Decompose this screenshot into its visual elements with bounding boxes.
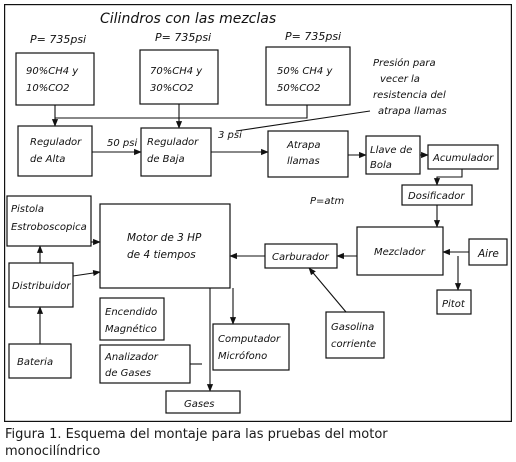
svg-text:Analizador: Analizador — [104, 352, 159, 363]
svg-text:Encendido: Encendido — [105, 307, 157, 318]
svg-text:de Alta: de Alta — [30, 154, 65, 165]
svg-text:50%CO2: 50%CO2 — [277, 83, 320, 94]
patm-label: P=atm — [310, 196, 344, 207]
svg-text:Acumulador: Acumulador — [432, 153, 494, 164]
figure-frame — [4, 4, 512, 422]
svg-text:llamas: llamas — [287, 156, 320, 167]
diagram-title: Cilindros con las mezclas — [100, 11, 276, 27]
svg-text:resistencia del: resistencia del — [373, 90, 446, 101]
cylinder-70-30: 70%CH4 y 30%CO2 — [139, 49, 219, 105]
gases-box: Gases — [165, 390, 241, 414]
figure-caption: Figura 1. Esquema del montaje para las p… — [5, 426, 511, 460]
distribuidor-box: Distribuidor — [8, 262, 74, 308]
llave-bola-box: Llave de Bola — [365, 135, 421, 175]
mezclador-box: Mezclador — [356, 226, 444, 276]
carburador-box: Carburador — [264, 243, 338, 269]
svg-text:Distribuidor: Distribuidor — [12, 281, 71, 292]
svg-text:vecer la: vecer la — [380, 74, 420, 85]
pressure-label-1: P= 735psi — [30, 33, 86, 46]
cylinder-50-50: 50% CH4 y 50%CO2 — [265, 46, 351, 106]
svg-text:90%CH4 y: 90%CH4 y — [26, 66, 79, 77]
gasolina-box: Gasolina corriente — [325, 311, 385, 359]
analizador-box: Analizador de Gases — [99, 344, 191, 384]
svg-text:Llave de: Llave de — [370, 145, 412, 156]
regulador-baja-box: Regulador de Baja — [140, 127, 212, 177]
p3-label: 3 psi — [218, 130, 242, 141]
pressure-label-2: P= 735psi — [155, 31, 211, 44]
svg-text:de 4 tiempos: de 4 tiempos — [127, 249, 196, 261]
dosificador-box: Dosificador — [401, 184, 473, 206]
regulador-alta-box: Regulador de Alta — [17, 125, 93, 177]
svg-text:corriente: corriente — [331, 339, 376, 350]
pistola-box: Pistola Estroboscopica — [6, 195, 92, 247]
aire-box: Aire — [468, 238, 508, 266]
svg-text:Computador: Computador — [218, 334, 281, 345]
svg-text:Pitot: Pitot — [442, 299, 466, 310]
presion-note: Presión para vecer la resistencia del at… — [373, 57, 447, 117]
svg-text:Presión para: Presión para — [373, 57, 436, 69]
caption-line-2: monocilíndrico — [5, 444, 101, 459]
svg-text:de Baja: de Baja — [147, 154, 185, 165]
svg-text:de Gases: de Gases — [105, 368, 151, 379]
svg-text:Motor de 3 HP: Motor de 3 HP — [127, 232, 202, 244]
svg-text:Gases: Gases — [184, 399, 214, 410]
p50-label: 50 psi — [107, 138, 137, 149]
caption-line-1: Figura 1. Esquema del montaje para las p… — [5, 427, 388, 442]
svg-text:Micrófono: Micrófono — [218, 350, 267, 362]
svg-text:Aire: Aire — [477, 248, 499, 260]
svg-text:Mezclador: Mezclador — [374, 247, 426, 258]
svg-text:Regulador: Regulador — [147, 137, 199, 148]
cylinder-90-10: 90%CH4 y 10%CO2 — [15, 52, 95, 106]
svg-text:Gasolina: Gasolina — [331, 322, 374, 333]
encendido-box: Encendido Magnético — [99, 297, 165, 341]
pressure-label-3: P= 735psi — [285, 30, 341, 43]
svg-text:Pistola: Pistola — [11, 204, 44, 215]
acumulador-box: Acumulador — [427, 144, 499, 170]
setup-diagram: Cilindros con las mezclas P= 735psi P= 7… — [4, 4, 512, 422]
svg-text:Bateria: Bateria — [17, 357, 53, 368]
computador-box: Computador Micrófono — [212, 323, 290, 371]
pitot-box: Pitot — [436, 289, 472, 315]
svg-text:Carburador: Carburador — [272, 252, 330, 263]
svg-text:10%CO2: 10%CO2 — [26, 83, 69, 94]
connectors — [36, 104, 469, 392]
motor-box: Motor de 3 HP de 4 tiempos — [99, 203, 231, 289]
svg-text:50% CH4 y: 50% CH4 y — [277, 66, 333, 77]
bateria-box: Bateria — [8, 343, 72, 379]
svg-text:Dosificador: Dosificador — [408, 191, 465, 202]
svg-text:Estroboscopica: Estroboscopica — [11, 222, 87, 233]
svg-text:atrapa llamas: atrapa llamas — [378, 106, 447, 117]
svg-text:Regulador: Regulador — [30, 137, 82, 148]
svg-text:70%CH4 y: 70%CH4 y — [150, 66, 203, 77]
svg-text:Atrapa: Atrapa — [286, 140, 320, 151]
svg-text:30%CO2: 30%CO2 — [150, 83, 193, 94]
svg-text:Bola: Bola — [370, 160, 392, 171]
atrapa-llamas-box: Atrapa llamas — [267, 130, 349, 178]
svg-text:Magnético: Magnético — [105, 323, 157, 335]
